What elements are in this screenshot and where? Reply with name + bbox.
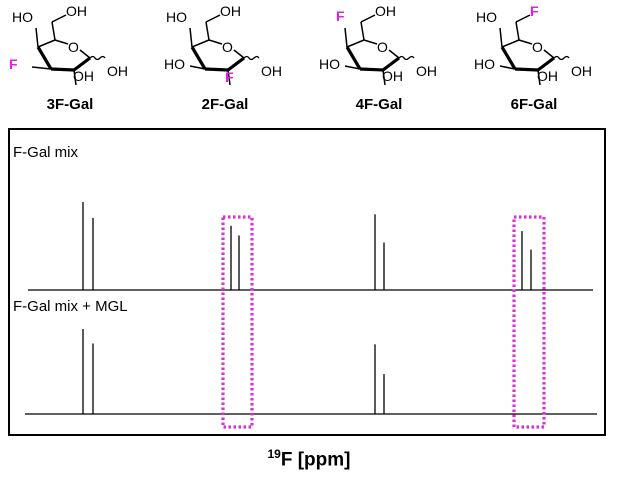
- bond: [344, 65, 361, 70]
- galactose-structures: O OH OH F HO OH O OH F HO HO OH O OH OH HO F OH O OH OH HO HO F: [9, 3, 592, 86]
- fluorine-4: F: [336, 8, 345, 24]
- c4-oh: HO: [476, 9, 497, 25]
- bond: [191, 39, 210, 48]
- bond: [363, 39, 378, 45]
- bond: [73, 56, 91, 72]
- x-axis-label: 19F [ppm]: [0, 447, 618, 471]
- bond: [79, 49, 91, 59]
- anomeric-oh: OH: [107, 63, 128, 79]
- highlight-box-2f-gal: [221, 215, 254, 429]
- spectrum-label-top: F-Gal mix: [13, 144, 78, 161]
- anomeric-oh: OH: [261, 63, 282, 79]
- structure-name-6f-gal: 6F-Gal: [510, 96, 558, 113]
- bond: [233, 49, 245, 59]
- bond: [500, 46, 517, 70]
- bond: [36, 46, 53, 70]
- spectrum-label-bottom: F-Gal mix + MGL: [13, 298, 128, 315]
- nmr-spectrum-panel: [8, 128, 606, 436]
- bond: [514, 67, 539, 72]
- bond: [50, 67, 75, 72]
- ring-oxygen: O: [377, 39, 388, 55]
- bond: [227, 56, 245, 72]
- wavy-bond: [89, 55, 106, 61]
- ring-oxygen: O: [68, 39, 79, 55]
- axis-unit: [ppm]: [297, 449, 351, 471]
- bond: [518, 39, 533, 45]
- bond: [382, 56, 400, 72]
- bond: [205, 14, 221, 23]
- bond: [51, 21, 56, 41]
- structure-4f-gal: O OH OH HO F OH: [319, 3, 437, 86]
- c2-oh: OH: [537, 68, 558, 84]
- bond: [51, 14, 67, 23]
- bond: [204, 67, 229, 72]
- bond: [360, 21, 365, 41]
- bond: [227, 69, 231, 86]
- c6-oh: OH: [66, 3, 87, 19]
- bond: [37, 39, 56, 48]
- bond: [205, 21, 210, 41]
- wavy-bond: [553, 55, 570, 61]
- structure-name-2f-gal: 2F-Gal: [201, 96, 249, 113]
- bond: [190, 46, 207, 70]
- element-symbol: F: [280, 449, 293, 471]
- bond: [35, 27, 39, 48]
- c2-oh: OH: [73, 68, 94, 84]
- bond: [543, 49, 555, 59]
- structure-6f-gal: O OH OH HO HO F: [474, 3, 592, 86]
- anomeric-oh: OH: [571, 63, 592, 79]
- bond: [189, 65, 206, 70]
- fluorine-3: F: [9, 56, 18, 72]
- bond: [515, 21, 520, 41]
- c2-oh: OH: [382, 68, 403, 84]
- structure-name-3f-gal: 3F-Gal: [46, 96, 94, 113]
- bond: [73, 69, 77, 86]
- bond: [346, 39, 365, 48]
- wavy-bond: [243, 55, 260, 61]
- c3-oh: HO: [164, 56, 185, 72]
- bond: [344, 27, 348, 48]
- structure-3f-gal: O OH OH F HO OH: [9, 3, 128, 86]
- bond: [382, 69, 386, 86]
- c3-oh: HO: [319, 56, 340, 72]
- structure-name-4f-gal: 4F-Gal: [355, 96, 403, 113]
- ring-oxygen: O: [532, 39, 543, 55]
- fluorine-2: F: [225, 69, 234, 85]
- bond: [499, 27, 503, 48]
- c6-oh: OH: [220, 3, 241, 19]
- bond: [388, 49, 400, 59]
- c4-oh: HO: [166, 9, 187, 25]
- c4-oh: HO: [12, 9, 33, 25]
- highlight-box-6f-gal: [512, 215, 546, 429]
- bond: [359, 67, 384, 72]
- bond: [208, 39, 223, 45]
- isotope-number: 19: [267, 447, 281, 461]
- bond: [360, 14, 376, 23]
- c3-oh: HO: [474, 56, 495, 72]
- bond: [537, 69, 541, 86]
- bond: [54, 39, 69, 45]
- bond: [515, 14, 531, 23]
- wavy-bond: [398, 55, 415, 61]
- bond: [537, 56, 555, 72]
- structure-2f-gal: O OH F HO HO OH: [164, 3, 282, 86]
- c6-oh: OH: [375, 3, 396, 19]
- bond: [345, 46, 362, 70]
- bond: [189, 27, 193, 48]
- bond: [31, 66, 52, 70]
- bond: [501, 39, 520, 48]
- anomeric-oh: OH: [416, 63, 437, 79]
- bond: [499, 65, 516, 70]
- fluorine-6: F: [530, 3, 539, 19]
- ring-oxygen: O: [222, 39, 233, 55]
